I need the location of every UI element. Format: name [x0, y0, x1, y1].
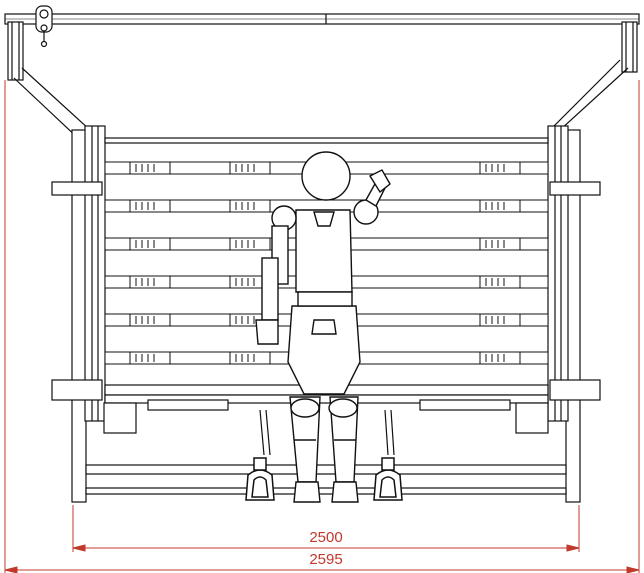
slat-clamp — [129, 199, 171, 213]
lifting-eye-icon — [35, 5, 53, 48]
gantry-frame — [4, 13, 640, 503]
slat-clamp — [479, 237, 521, 251]
slat-clamp — [129, 275, 171, 289]
slat-clamp — [479, 161, 521, 175]
slat-clamp — [229, 237, 271, 251]
inner-width-label: 2500 — [309, 529, 343, 546]
slat-clamp — [229, 161, 271, 175]
slat-clamp — [129, 351, 171, 365]
slat-clamp — [229, 351, 271, 365]
slat-clamp — [479, 313, 521, 327]
slat-clamp — [479, 199, 521, 213]
outer-width-label: 2595 — [309, 551, 343, 568]
lower-housings — [103, 399, 549, 456]
slat-clamp — [129, 313, 171, 327]
slat-clamp — [129, 237, 171, 251]
dimension-lines — [4, 80, 640, 573]
suction-cups — [245, 457, 403, 501]
slat-clamp — [479, 351, 521, 365]
humanoid-robot — [255, 151, 391, 503]
slat-clamp — [129, 161, 171, 175]
slat-clamp — [229, 199, 271, 213]
slat-clamp — [479, 275, 521, 289]
